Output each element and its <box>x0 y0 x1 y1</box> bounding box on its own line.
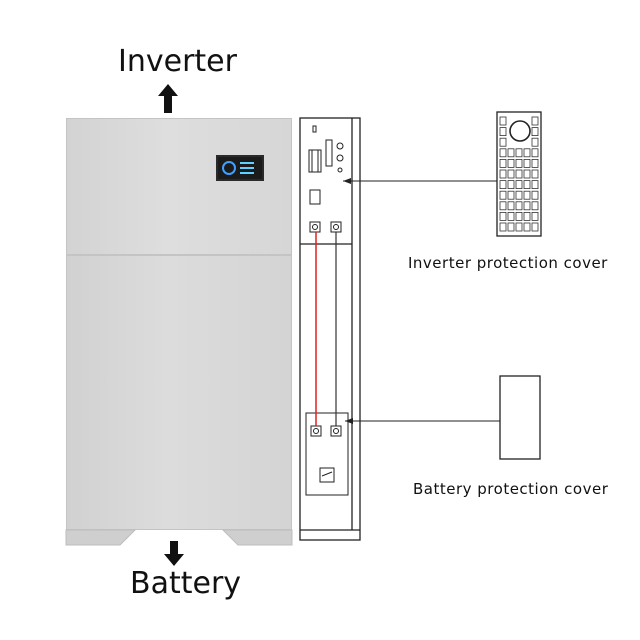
vent-slot <box>507 169 515 179</box>
vent-slot <box>507 148 515 158</box>
vent-slot <box>531 137 539 147</box>
vent-slot <box>499 158 507 168</box>
vent-slot <box>523 222 531 232</box>
battery-terminal-box <box>305 412 349 496</box>
vent-slot <box>507 180 515 190</box>
vent-slot <box>523 211 531 221</box>
inverter-label: Inverter <box>118 44 237 79</box>
vent-slot <box>523 190 531 200</box>
vent-slot <box>531 116 539 126</box>
battery-cabinet <box>66 255 292 530</box>
battery-cover-label: Battery protection cover <box>413 480 609 498</box>
vent-slot <box>531 222 539 232</box>
vent-slot <box>515 222 523 232</box>
vent-slot <box>531 180 539 190</box>
vent-slot <box>499 127 507 136</box>
battery-protection-cover <box>499 375 541 460</box>
inverter-cover-label: Inverter protection cover <box>408 254 608 272</box>
side-panel <box>299 117 361 541</box>
vent-slot <box>499 190 507 200</box>
cabinet-feet <box>65 529 293 546</box>
vent-slot <box>523 148 531 158</box>
vent-slot <box>531 148 539 158</box>
vent-slot <box>515 169 523 179</box>
vent-slot <box>531 158 539 168</box>
vent-slot <box>499 116 507 126</box>
vent-slot <box>499 148 507 158</box>
vent-slot <box>531 127 539 136</box>
vent-slot <box>507 158 515 168</box>
arrow-up-icon <box>158 84 178 113</box>
vent-slot <box>531 169 539 179</box>
inverter-cabinet <box>66 118 292 255</box>
vent-slot <box>507 201 515 211</box>
vent-slot <box>523 158 531 168</box>
vent-slot <box>499 222 507 232</box>
vent-slot <box>515 190 523 200</box>
vent-slot <box>523 180 531 190</box>
vent-slot <box>531 211 539 221</box>
vent-slot <box>515 201 523 211</box>
vent-slot <box>515 148 523 158</box>
battery-cover-pointer <box>345 418 512 424</box>
vent-slot <box>515 180 523 190</box>
vent-slot <box>507 222 515 232</box>
vent-slot <box>499 201 507 211</box>
display-screen <box>216 155 264 181</box>
vent-slot <box>531 201 539 211</box>
vent-slot <box>507 211 515 221</box>
inverter-terminals <box>308 125 344 233</box>
vent-slot <box>531 190 539 200</box>
vent-slot <box>523 201 531 211</box>
vent-slot <box>515 158 523 168</box>
battery-label: Battery <box>130 566 242 601</box>
vent-slot <box>515 211 523 221</box>
vent-slot <box>507 190 515 200</box>
inverter-cover-pointer <box>343 178 515 184</box>
vent-slot <box>499 137 507 147</box>
inverter-protection-cover <box>496 111 542 237</box>
vent-slot <box>499 211 507 221</box>
vent-slot <box>523 169 531 179</box>
vent-slot <box>499 169 507 179</box>
arrow-down-icon <box>164 541 184 566</box>
vent-slot <box>499 180 507 190</box>
